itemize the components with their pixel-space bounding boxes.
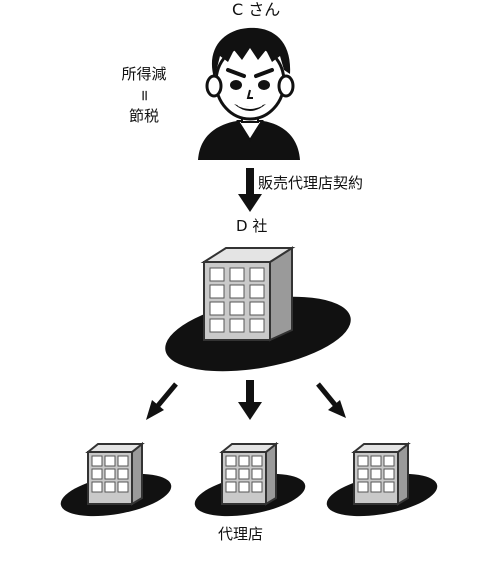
arrow-to-agency-left [146,382,178,420]
arrow-to-agency-right [316,382,346,418]
note-line-income-decrease: 所得減 [121,65,167,83]
contract-arrow [238,168,262,212]
agency-label: 代理店 [218,525,264,543]
agency-building-right-icon [326,441,438,517]
branch-arrows [146,380,346,420]
agency-building-left-icon [60,441,172,517]
person-note: 所得減 = 節税 [112,64,176,127]
person-label: C さん [232,0,281,19]
note-line-tax-saving: 節税 [128,107,159,125]
contract-label: 販売代理店契約 [258,174,364,192]
arrow-to-agency-center [238,380,262,420]
person-hair [211,27,291,78]
person-icon [198,27,300,160]
company-label: D 社 [236,217,268,235]
note-line-equals: = [135,89,154,102]
agency-building-center-icon [194,441,306,517]
company-building-icon [165,246,351,372]
